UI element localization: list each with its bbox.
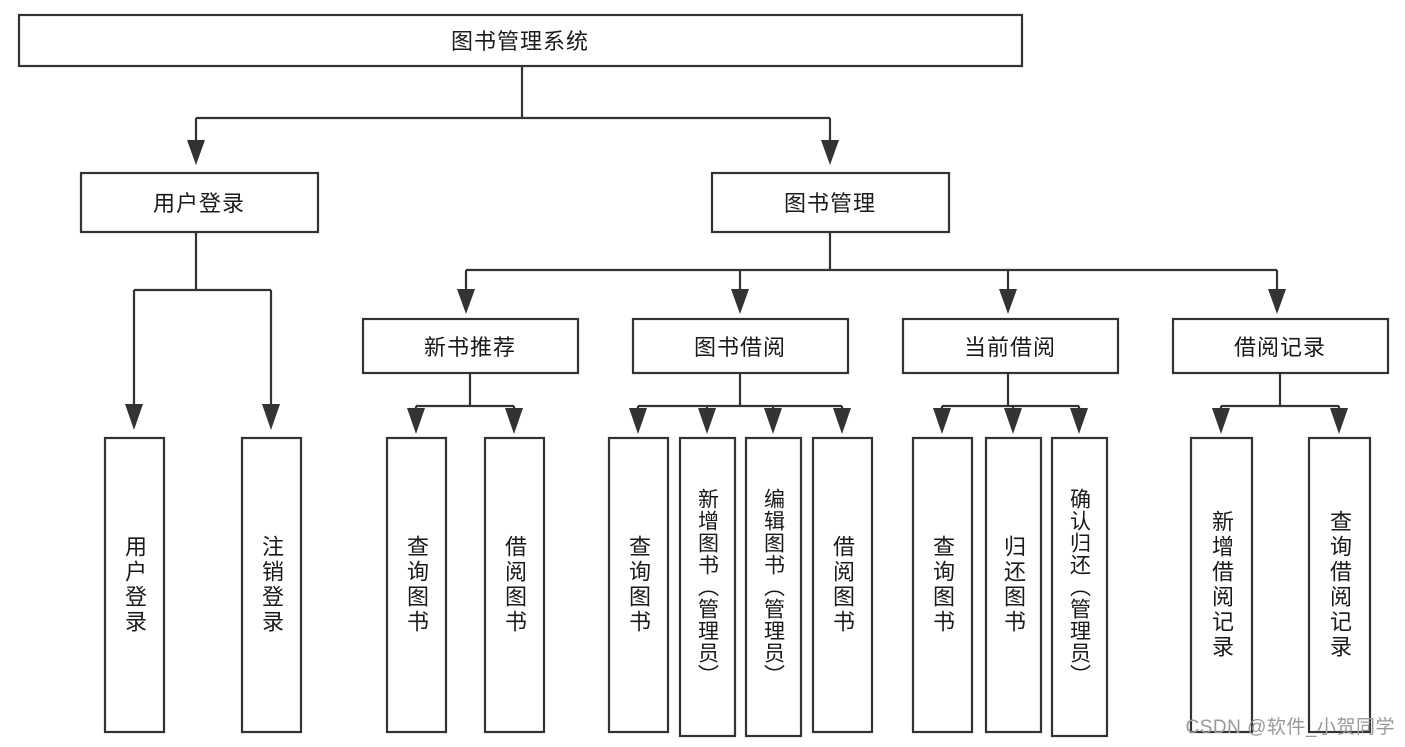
- arrow-head-icon: [821, 140, 839, 165]
- leaf-box-query-book-3[interactable]: [911, 436, 974, 734]
- leaf-box-edit-book-admin[interactable]: [744, 436, 803, 738]
- arrow-head-icon: [505, 408, 523, 434]
- connector-book-management-to-level3: [457, 232, 1286, 314]
- leaf-box-logout-login[interactable]: [240, 436, 303, 734]
- leaf-box-user-login[interactable]: [103, 436, 166, 734]
- node-new-book-recommend-box[interactable]: [361, 317, 580, 375]
- arrow-head-icon: [629, 408, 647, 434]
- leaf-box-query-book-1[interactable]: [385, 436, 448, 734]
- arrow-head-icon: [1070, 408, 1088, 434]
- node-borrow-record-box[interactable]: [1171, 317, 1390, 375]
- node-root-box[interactable]: [17, 13, 1024, 68]
- node-current-borrow-box[interactable]: [901, 317, 1120, 375]
- arrow-head-icon: [125, 404, 143, 430]
- arrow-head-icon: [262, 404, 280, 430]
- arrow-head-icon: [731, 289, 749, 314]
- arrow-head-icon: [764, 408, 782, 434]
- leaf-box-add-borrow-record[interactable]: [1189, 436, 1254, 734]
- arrow-head-icon: [933, 408, 951, 434]
- leaf-box-query-borrow-record[interactable]: [1307, 436, 1372, 734]
- connector-user-login-to-leaves: [125, 232, 280, 430]
- arrow-head-icon: [1330, 408, 1348, 434]
- watermark-text: CSDN @软件_小贺同学: [1185, 717, 1395, 738]
- leaf-box-borrow-book-2[interactable]: [811, 436, 874, 734]
- leaf-box-query-book-2[interactable]: [607, 436, 670, 734]
- arrow-head-icon: [1212, 408, 1230, 434]
- node-book-borrow-box[interactable]: [631, 317, 850, 375]
- arrow-head-icon: [1268, 289, 1286, 314]
- arrow-head-icon: [457, 289, 475, 314]
- arrow-head-icon: [1004, 408, 1022, 434]
- arrow-head-icon: [187, 140, 205, 165]
- leaf-box-confirm-return-admin[interactable]: [1050, 436, 1109, 738]
- leaf-box-add-book-admin[interactable]: [678, 436, 737, 738]
- connector-current-borrow-to-leaves: [933, 373, 1088, 434]
- arrow-head-icon: [407, 408, 425, 434]
- arrow-head-icon: [698, 408, 716, 434]
- connector-root-to-level2: [187, 66, 839, 165]
- arrow-head-icon: [833, 408, 851, 434]
- node-book-management-box[interactable]: [710, 171, 951, 234]
- leaf-box-borrow-book-1[interactable]: [483, 436, 546, 734]
- leaf-box-return-book[interactable]: [984, 436, 1043, 734]
- node-user-login-box[interactable]: [79, 171, 320, 234]
- connector-book-borrow-to-leaves: [629, 373, 851, 434]
- arrow-head-icon: [999, 289, 1017, 314]
- connector-borrow-record-to-leaves: [1212, 373, 1348, 434]
- connector-new-book-recommend-to-leaves: [407, 373, 523, 434]
